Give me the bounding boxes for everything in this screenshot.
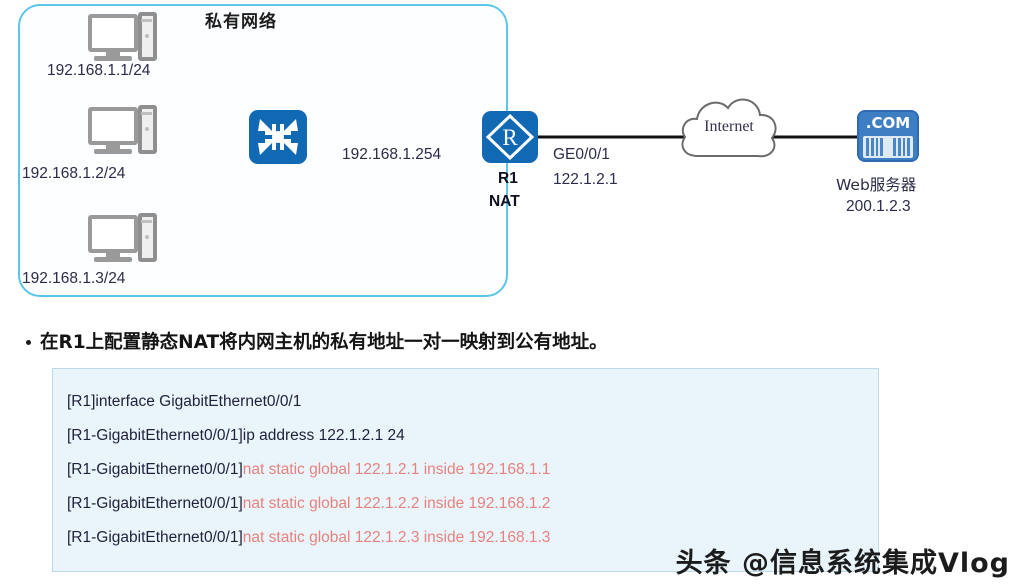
- bullet-row: 在R1上配置静态NAT将内网主机的私有地址一对一映射到公有地址。: [26, 328, 986, 354]
- pc-tower-slot: [141, 112, 152, 115]
- router-name-label: R1: [498, 170, 518, 187]
- switch-router-link-label: 192.168.1.254: [342, 146, 442, 163]
- cli-prompt: [R1]interface GigabitEthernet0/0/1: [67, 393, 302, 410]
- pc-tower-slot: [141, 220, 152, 223]
- router-interface-label: GE0/0/1: [553, 146, 610, 163]
- server-barcode: [863, 136, 913, 158]
- internet-cloud-icon: Internet: [676, 88, 782, 168]
- pc-tower: [138, 213, 157, 262]
- pc-monitor: [88, 14, 138, 52]
- cli-line: [R1-GigabitEthernet0/0/1]nat static glob…: [67, 453, 878, 487]
- cli-config-block: [R1]interface GigabitEthernet0/0/1 [R1-G…: [52, 368, 879, 572]
- bullet-text: 在R1上配置静态NAT将内网主机的私有地址一对一映射到公有地址。: [40, 332, 608, 353]
- cli-prompt: [R1-GigabitEthernet0/0/1]: [67, 461, 243, 478]
- cli-line: [R1-GigabitEthernet0/0/1]nat static glob…: [67, 521, 878, 555]
- router-role-label: NAT: [489, 193, 520, 210]
- router-icon: R: [482, 111, 538, 163]
- cli-line: [R1-GigabitEthernet0/0/1]ip address 122.…: [67, 419, 878, 453]
- switch-icon: [249, 110, 307, 164]
- svg-text:R: R: [502, 125, 518, 150]
- pc-stand-neck: [106, 253, 120, 258]
- router-interface-ip-label: 122.1.2.1: [553, 171, 618, 188]
- private-network-title: 私有网络: [205, 12, 277, 32]
- desktop-pc-icon: [88, 213, 160, 265]
- pc-stand-base: [94, 257, 132, 262]
- desktop-pc-icon: [88, 12, 160, 64]
- desktop-pc-icon: [88, 105, 160, 157]
- pc-stand-base: [94, 149, 132, 154]
- server-com-badge: .COM: [865, 114, 911, 132]
- pc-stand-neck: [106, 145, 120, 150]
- pc-monitor: [88, 215, 138, 253]
- cli-line: [R1]interface GigabitEthernet0/0/1: [67, 385, 878, 419]
- cli-command: nat static global 122.1.2.3 inside 192.1…: [242, 529, 551, 546]
- pc-tower-slot: [141, 19, 152, 22]
- host-ip-label: 192.168.1.2/24: [22, 165, 126, 182]
- host-ip-label: 192.168.1.1/24: [47, 62, 151, 79]
- cli-command: nat static global 122.1.2.2 inside 192.1…: [242, 495, 551, 512]
- pc-monitor: [88, 107, 138, 145]
- internet-cloud-label: Internet: [704, 118, 754, 135]
- cli-prompt: [R1-GigabitEthernet0/0/1]: [67, 495, 243, 512]
- cli-command: nat static global 122.1.2.1 inside 192.1…: [242, 461, 551, 478]
- cli-line: [R1-GigabitEthernet0/0/1]nat static glob…: [67, 487, 878, 521]
- pc-stand-neck: [106, 52, 120, 57]
- web-server-icon: .COM: [857, 110, 919, 162]
- server-ip-label: 200.1.2.3: [846, 198, 911, 215]
- bullet-point-icon: [26, 339, 31, 345]
- cli-prompt: [R1-GigabitEthernet0/0/1]: [67, 529, 243, 546]
- watermark-text: 头条 @信息系统集成Vlog: [675, 548, 1010, 579]
- pc-tower: [138, 12, 157, 61]
- pc-stand-base: [94, 56, 132, 61]
- server-name-label: Web服务器: [836, 176, 917, 194]
- cli-prompt: [R1-GigabitEthernet0/0/1]ip address 122.…: [67, 427, 405, 444]
- host-ip-label: 192.168.1.3/24: [22, 270, 126, 287]
- pc-tower: [138, 105, 157, 154]
